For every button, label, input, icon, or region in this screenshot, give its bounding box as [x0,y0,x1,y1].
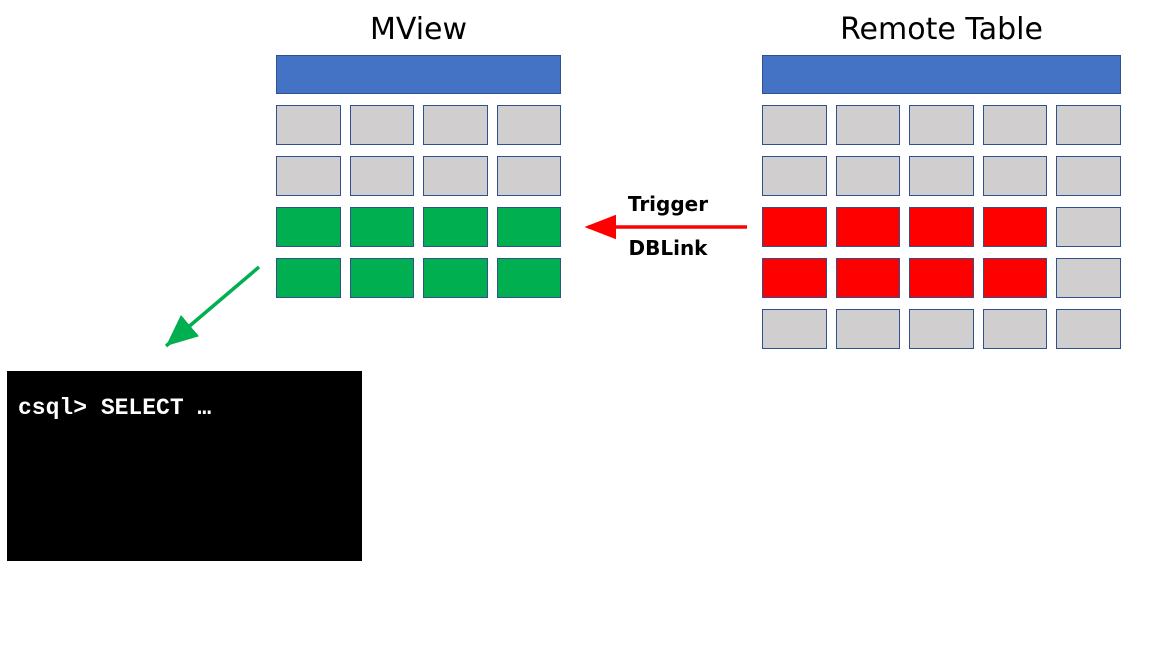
remote-table-row [762,105,1121,145]
remote-table-cell [909,258,974,298]
remote-table-cell [835,156,901,196]
remote-table-cell [909,207,974,247]
mview-cell [276,156,341,196]
mview-row [276,258,561,298]
remote-table-cell [982,105,1048,145]
mview-cell [496,156,561,196]
remote-table-cell [982,258,1048,298]
remote-table-cell [762,207,827,247]
remote-table-cell [835,258,901,298]
remote-table-cell [982,309,1048,349]
remote-table-cell [1056,105,1121,145]
remote-table-row [762,207,1121,247]
remote-table-title: Remote Table [840,12,1043,47]
remote-table-cell [1056,207,1121,247]
mview-title: MView [369,12,468,47]
remote-table-row [762,309,1121,349]
query-arrow [164,265,261,348]
mview-cell [349,105,414,145]
remote-table-cell [835,105,901,145]
mview-cell [276,258,341,298]
mview-cell [423,156,488,196]
terminal-command: csql> SELECT … [18,395,212,421]
mview-cell [496,258,561,298]
remote-table-row [762,258,1121,298]
mview-table [276,55,561,298]
dblink-label: DBLink [628,236,708,260]
remote-table-cell [762,309,827,349]
mview-cell [496,105,561,145]
remote-table-cell [909,105,974,145]
remote-table-row [762,156,1121,196]
remote-table-cell [982,156,1048,196]
terminal-window: csql> SELECT … [7,371,362,561]
remote-table-header-bar [762,55,1121,94]
remote-table-cell [762,105,827,145]
mview-cell [276,105,341,145]
mview-cell [276,207,341,247]
mview-cell [423,258,488,298]
mview-rows [276,105,561,298]
remote-table-cell [1056,309,1121,349]
mview-row [276,156,561,196]
mview-cell [349,258,414,298]
remote-table-cell [1056,156,1121,196]
remote-table-cell [909,156,974,196]
trigger-label: Trigger [627,192,709,216]
mview-header-bar [276,55,561,94]
mview-row [276,207,561,247]
mview-cell [496,207,561,247]
mview-cell [423,105,488,145]
mview-row [276,105,561,145]
mview-cell [349,207,414,247]
remote-table-cell [1056,258,1121,298]
mview-cell [423,207,488,247]
remote-table-cell [762,156,827,196]
remote-table-cell [762,258,827,298]
remote-table [762,55,1121,349]
remote-table-cell [982,207,1048,247]
remote-table-cell [835,309,901,349]
remote-table-cell [835,207,901,247]
remote-table-rows [762,105,1121,349]
mview-cell [349,156,414,196]
remote-table-cell [909,309,974,349]
